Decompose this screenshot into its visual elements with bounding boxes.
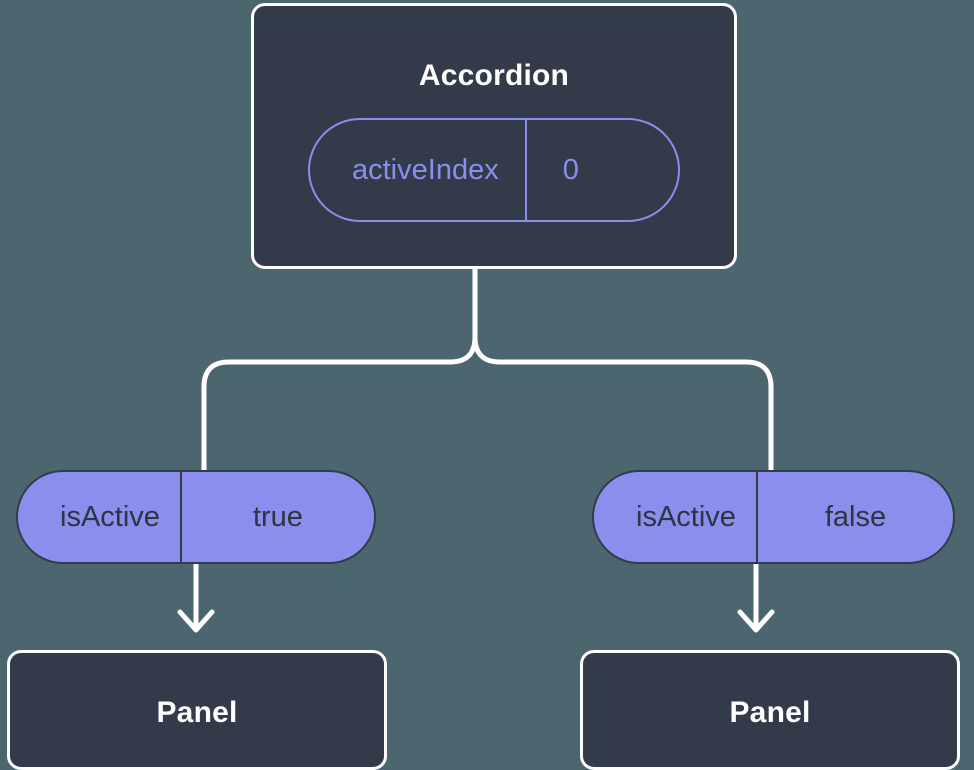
prop-pill-is-active-true[interactable]: isActive true: [16, 470, 376, 564]
prop-value-is-active-left: true: [179, 472, 374, 562]
node-panel-left[interactable]: Panel: [7, 650, 387, 770]
prop-value-active-index: 0: [524, 120, 615, 220]
node-panel-left-label: Panel: [156, 696, 238, 729]
prop-key-active-index: activeIndex: [352, 153, 499, 186]
edge-accordion-to-right-prop: [472, 266, 774, 473]
arrowhead-right-panel: [737, 609, 775, 633]
arrowhead-left-panel: [177, 609, 215, 633]
prop-key-is-active-left: isActive: [60, 500, 160, 533]
prop-value-is-active-right: false: [755, 472, 953, 562]
prop-key-is-active-right: isActive: [636, 500, 736, 533]
prop-pill-active-index[interactable]: activeIndex 0: [308, 118, 680, 222]
node-accordion-label: Accordion: [418, 59, 570, 92]
node-panel-right[interactable]: Panel: [580, 650, 960, 770]
edge-accordion-to-left-prop: [201, 266, 478, 473]
prop-pill-is-active-false[interactable]: isActive false: [592, 470, 955, 564]
node-panel-right-label: Panel: [729, 696, 811, 729]
